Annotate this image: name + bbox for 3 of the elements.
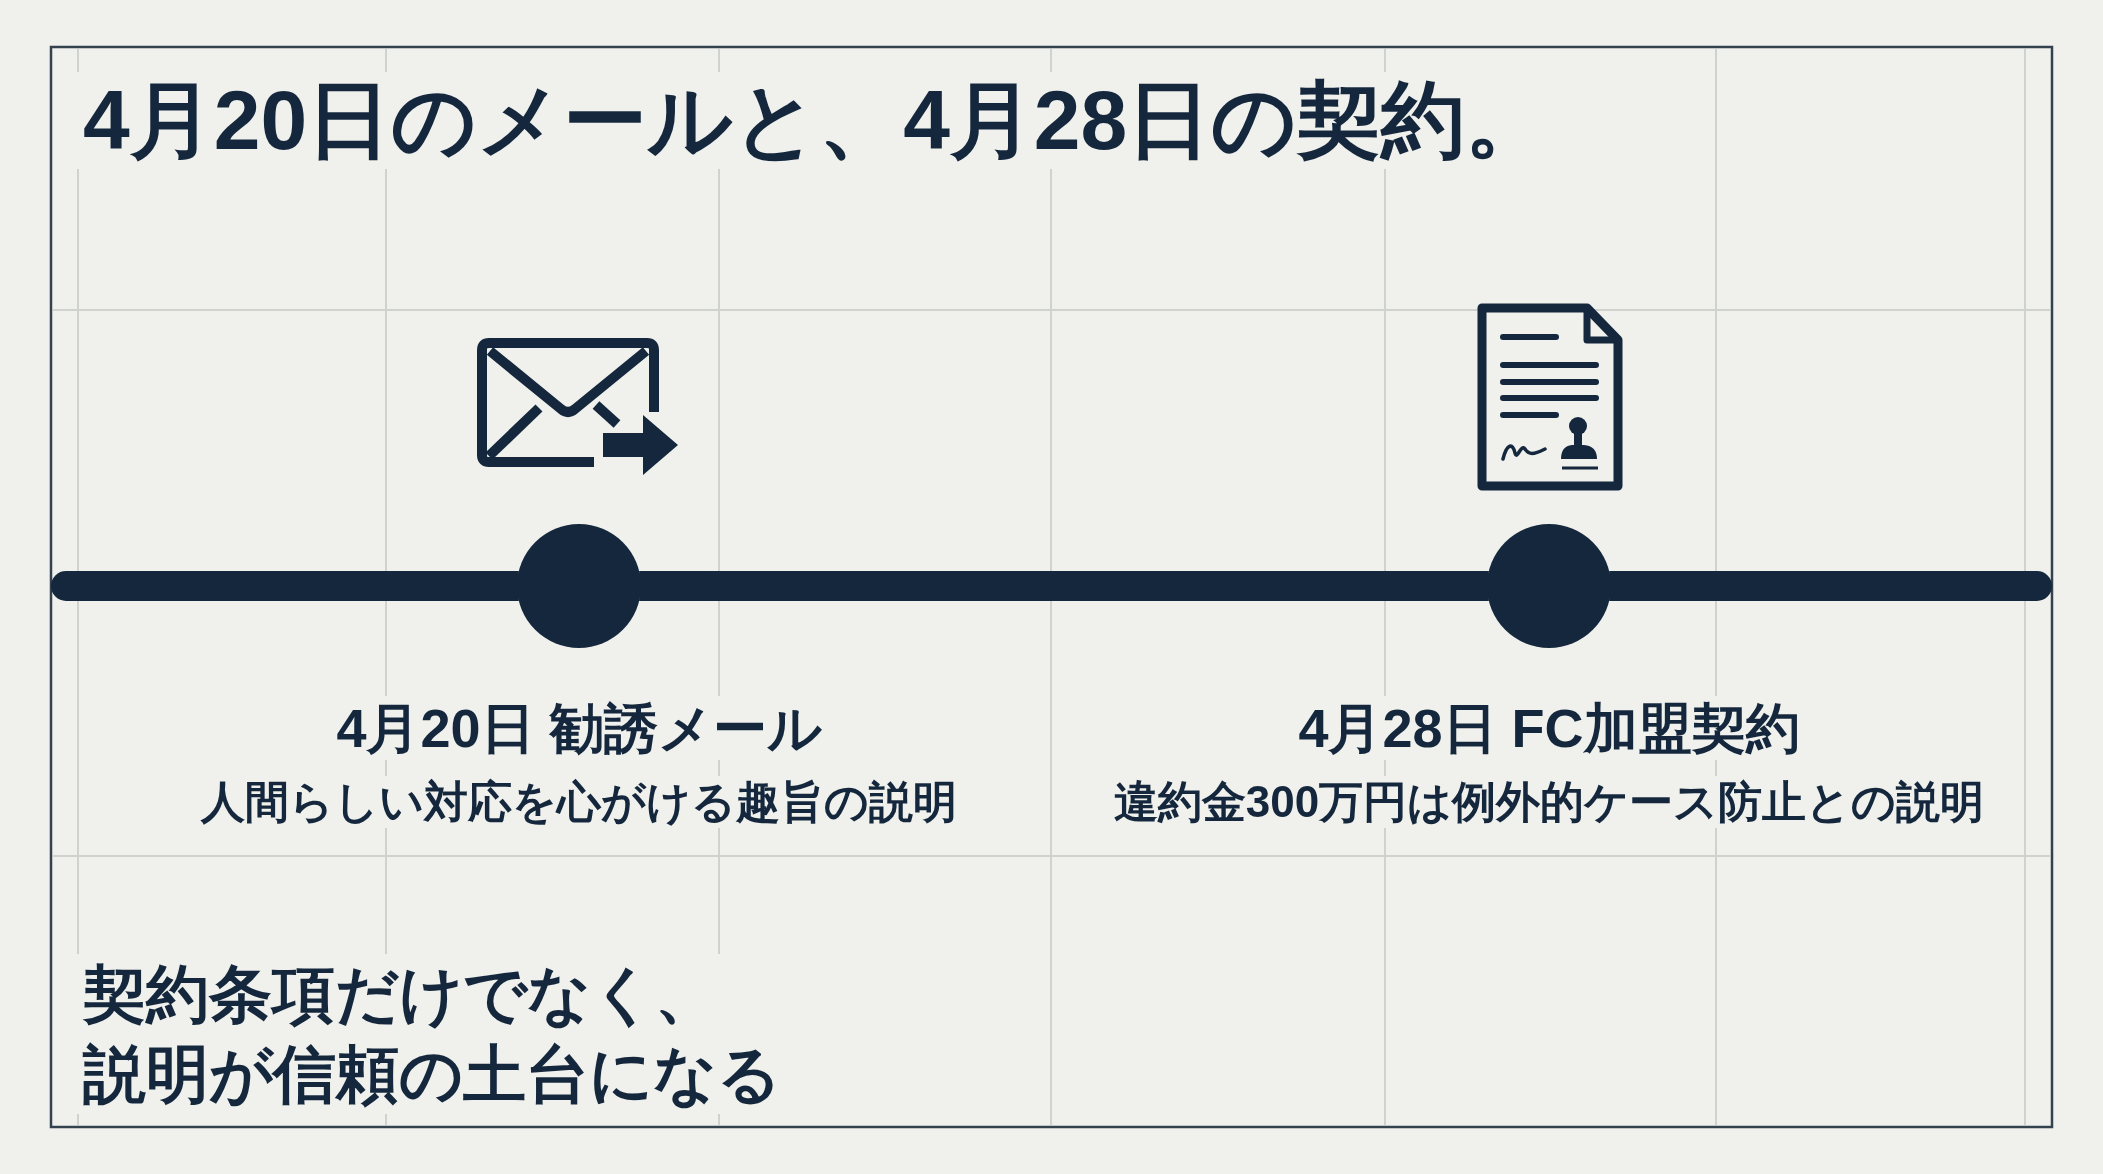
timeline-line <box>1609 571 2052 601</box>
timeline-line <box>639 571 1489 601</box>
timeline-line <box>51 571 519 601</box>
